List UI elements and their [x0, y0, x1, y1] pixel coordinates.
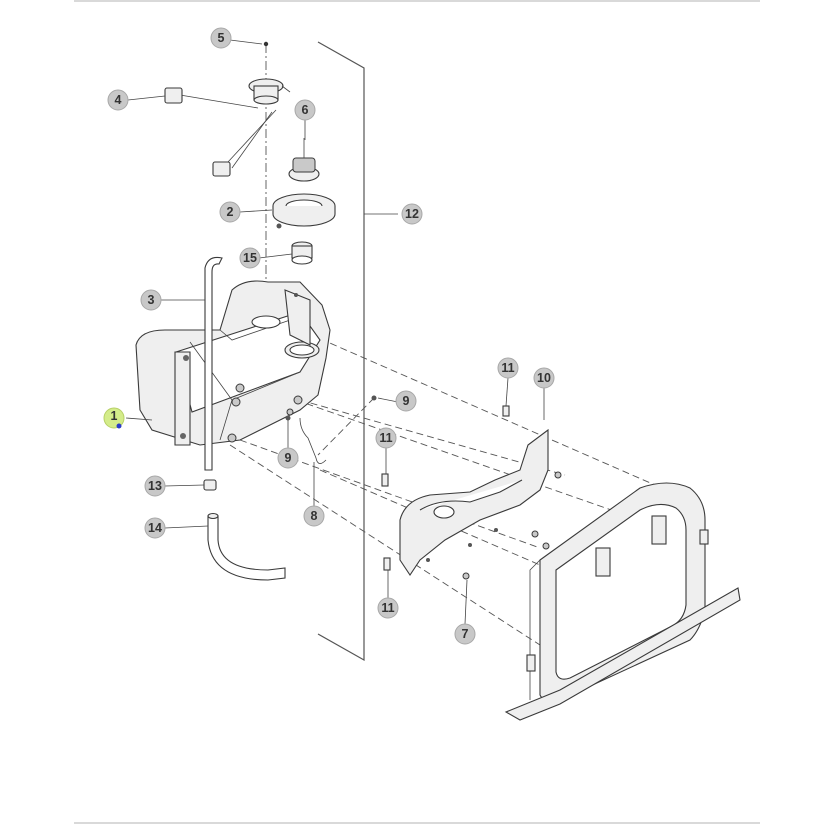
callout-14[interactable]: 14: [144, 517, 166, 539]
callout-leaders: [125, 39, 545, 625]
part-3-vent-tube: [204, 256, 223, 471]
callout-3[interactable]: 3: [140, 289, 162, 311]
callout-1[interactable]: 1: [103, 407, 125, 429]
panel-bracket-12: [317, 41, 398, 662]
part-7-fuel-cap: [288, 138, 320, 182]
callout-11b[interactable]: 11: [375, 427, 397, 449]
part-14-fuel-hose: [207, 512, 286, 581]
callout-9a[interactable]: 9: [395, 390, 417, 412]
callout-11a[interactable]: 11: [497, 357, 519, 379]
chassis-frame: [504, 482, 741, 721]
svg-text:7: 7: [462, 627, 469, 641]
part-10-heat-shield: [399, 428, 549, 576]
svg-text:11: 11: [381, 601, 394, 615]
part-15-grommet: [291, 241, 313, 265]
part-2-filler-ring: [272, 193, 336, 229]
callout-4[interactable]: 7: [454, 623, 476, 645]
bottom-rule: [74, 822, 760, 824]
part-6-sender-unit: [248, 41, 291, 105]
callout-15[interactable]: 15: [239, 247, 261, 269]
svg-text:9: 9: [403, 394, 410, 408]
guide-lines: [229, 329, 656, 646]
svg-text:15: 15: [243, 251, 257, 265]
part-1-fuel-tank: [135, 280, 331, 446]
callout-5[interactable]: 4: [107, 89, 129, 111]
svg-text:10: 10: [537, 371, 551, 385]
svg-text:11: 11: [501, 361, 514, 375]
callout-8[interactable]: 8: [303, 505, 325, 527]
callout-13[interactable]: 13: [144, 475, 166, 497]
svg-text:6: 6: [302, 103, 309, 117]
top-rule: [74, 0, 760, 2]
svg-text:9: 9: [285, 451, 292, 465]
part-13-hose-clamp: [203, 479, 217, 491]
svg-text:2: 2: [227, 205, 234, 219]
svg-text:5: 5: [218, 31, 225, 45]
part-9-fasteners: [371, 395, 377, 401]
svg-text:11: 11: [379, 431, 392, 445]
callout-11c[interactable]: 11: [377, 597, 399, 619]
svg-text:4: 4: [115, 93, 122, 107]
callout-9b[interactable]: 9: [277, 447, 299, 469]
callout-12[interactable]: 12: [401, 203, 423, 225]
svg-text:8: 8: [311, 509, 318, 523]
svg-text:12: 12: [405, 207, 419, 221]
callout-6[interactable]: 5: [210, 27, 232, 49]
callout-7[interactable]: 6: [294, 99, 316, 121]
svg-text:13: 13: [148, 479, 162, 493]
svg-text:3: 3: [148, 293, 155, 307]
callout-2[interactable]: 2: [219, 201, 241, 223]
part-4-nuts: [462, 471, 562, 580]
svg-text:1: 1: [111, 409, 118, 423]
svg-text:14: 14: [148, 521, 162, 535]
part-5-wire-harness: [164, 87, 277, 177]
callout-10[interactable]: 10: [533, 367, 555, 389]
part-8-return-line: [285, 415, 327, 464]
